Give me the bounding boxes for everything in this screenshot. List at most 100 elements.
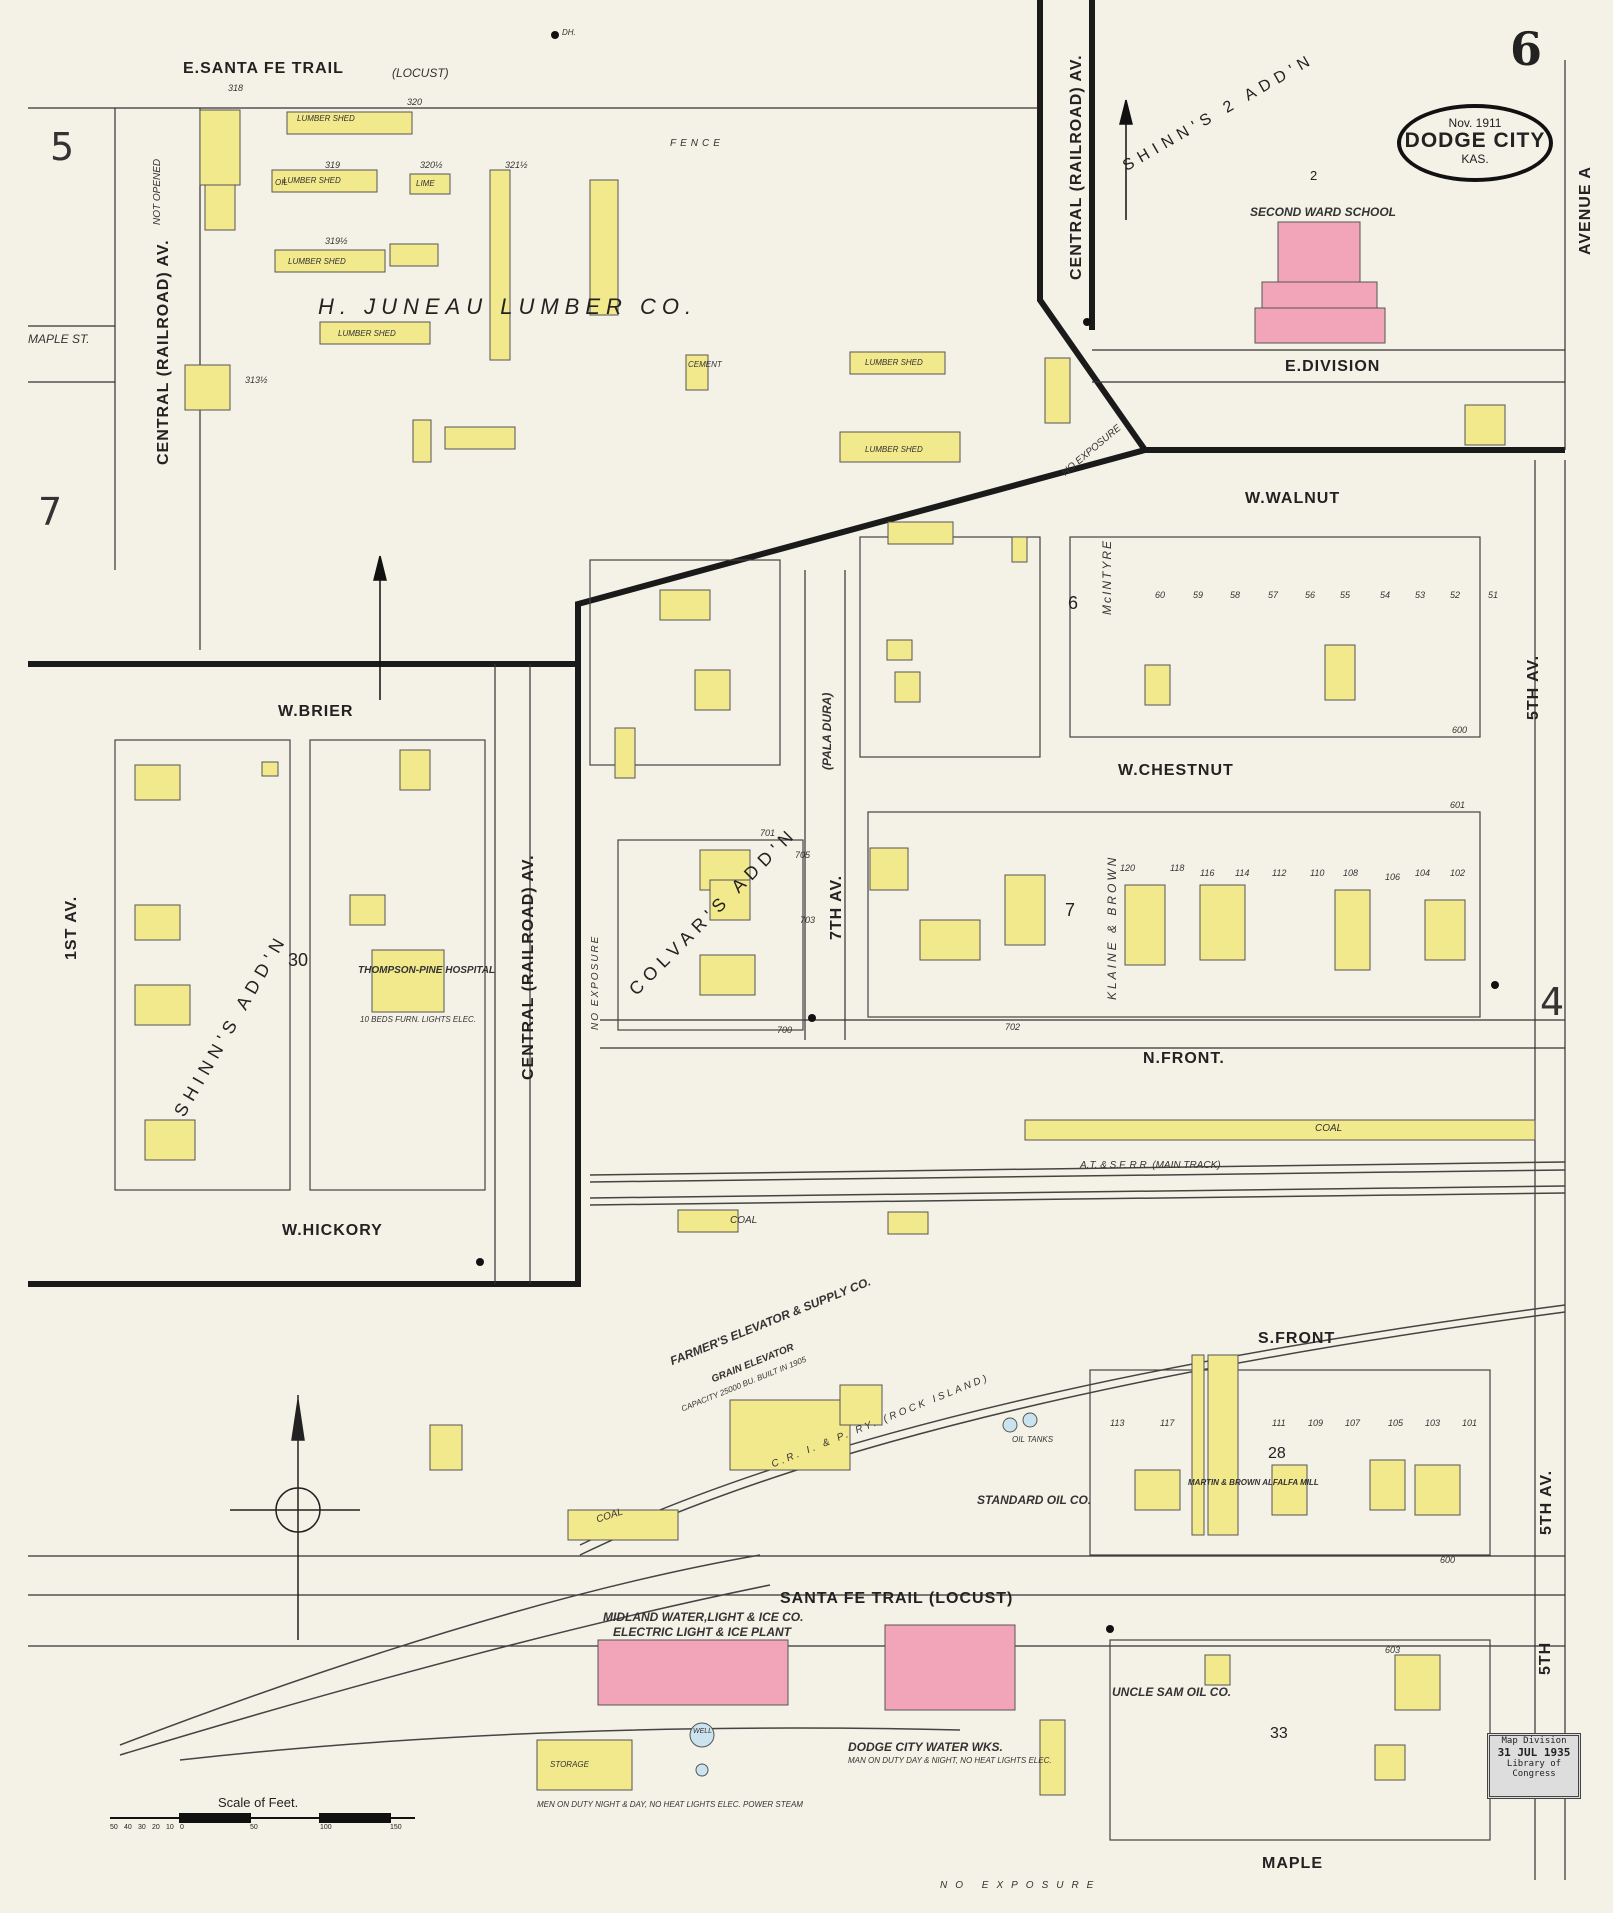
scale-tick: 0 [180, 1824, 184, 1831]
street-5th-av-3: 5TH [1537, 1641, 1554, 1675]
adjacent-sheet-7: 7 [38, 490, 63, 534]
label-dh: DH. [562, 28, 576, 37]
wells [689, 1412, 1038, 1777]
house-number-104: 104 [1415, 868, 1431, 878]
adjacent-sheet-4: 4 [1540, 980, 1565, 1024]
street-central-av-right: CENTRAL (RAILROAD) AV. [1068, 54, 1085, 280]
street-e-division: E.DIVISION [1285, 358, 1381, 375]
hydrant-icon [476, 31, 1499, 1633]
adjacent-sheet-5: 5 [50, 125, 75, 169]
scale-tick: 150 [390, 1824, 402, 1831]
house-number-110: 110 [1310, 868, 1325, 878]
house-number-54: 54 [1380, 590, 1391, 600]
label-lumber-shed-4: LUMBER SHED [338, 329, 396, 338]
street-n-front: N.FRONT. [1143, 1050, 1225, 1067]
house-number-116: 116 [1200, 868, 1215, 878]
stamp-line-2: 31 JUL 1935 [1497, 1746, 1571, 1759]
label-no-exposure-bottom: NO EXPOSURE [940, 1880, 1102, 1891]
label-oil-tanks: OIL TANKS [1012, 1435, 1054, 1444]
house-number-106: 106 [1385, 872, 1401, 882]
house-number-700: 700 [777, 1025, 793, 1035]
label-hospital-note: 10 BEDS FURN. LIGHTS ELEC. [360, 1015, 477, 1024]
scale-tick: 100 [320, 1824, 332, 1831]
sheet-boundaries [28, 0, 1565, 1287]
scale-ticks: 50 40 30 20 10 0 50 100 150 [110, 1824, 430, 1838]
label-fence: FENCE [670, 138, 724, 149]
street-1st-av: 1ST AV. [63, 895, 80, 960]
house-number-601: 601 [1450, 800, 1466, 810]
label-lumber-shed-5: LUMBER SHED [865, 358, 923, 367]
block-number-33: 33 [1270, 1725, 1288, 1742]
house-number-319: 319 [325, 160, 341, 170]
label-second-ward-school: SECOND WARD SCHOOL [1250, 205, 1397, 219]
scale-bar [110, 1813, 415, 1823]
central-av-not-opened: NOT OPENED [152, 158, 163, 225]
house-number-56: 56 [1305, 590, 1316, 600]
railroad-tracks [119, 1161, 1566, 1761]
label-cement: CEMENT [688, 360, 722, 369]
stamp-line-3: Library of Congress [1506, 1759, 1562, 1779]
label-lumber-shed-3: LUMBER SHED [288, 257, 346, 266]
house-number-313-half: 313½ [245, 375, 268, 385]
scale-tick: 20 [152, 1824, 160, 1831]
house-number-59: 59 [1193, 590, 1204, 600]
street-w-hickory: W.HICKORY [282, 1222, 383, 1239]
house-number-703: 703 [800, 915, 816, 925]
street-central-av-left: CENTRAL (RAILROAD) AV. [155, 239, 172, 465]
label-thompson-pine-hospital: THOMPSON-PINE HOSPITAL [358, 965, 496, 976]
house-number-55: 55 [1340, 590, 1351, 600]
street-maple: MAPLE [1262, 1855, 1323, 1872]
street-maple-st: MAPLE ST. [28, 332, 90, 346]
north-arrow-icon [373, 99, 1133, 700]
house-number-705: 705 [795, 850, 811, 860]
house-number-702: 702 [1005, 1022, 1021, 1032]
street-s-front: S.FRONT [1258, 1330, 1336, 1347]
scale-title: Scale of Feet. [218, 1795, 299, 1810]
label-water-works-note: MAN ON DUTY DAY & NIGHT, NO HEAT LIGHTS … [848, 1756, 1052, 1765]
street-santa-fe-trail-bottom: SANTA FE TRAIL (LOCUST) [780, 1590, 1014, 1607]
street-5th-av-1: 5TH AV. [1525, 654, 1542, 720]
house-number-118: 118 [1170, 863, 1185, 873]
block-number-28: 28 [1268, 1445, 1286, 1462]
label-midland-note: MEN ON DUTY NIGHT & DAY, NO HEAT LIGHTS … [537, 1800, 803, 1809]
house-number-321-half: 321½ [505, 160, 528, 170]
sheet-number: 6 [1510, 22, 1543, 76]
house-number-319-half: 319½ [325, 236, 348, 246]
label-mcintyre: McINTYRE [1100, 539, 1114, 615]
house-number-320-half: 320½ [420, 160, 443, 170]
scale-tick: 50 [250, 1824, 258, 1831]
house-number-600: 600 [1452, 725, 1468, 735]
street-central-av-mid: CENTRAL (RAILROAD) AV. [520, 854, 537, 1080]
map-title: Nov. 1911 DODGE CITY KAS. [1397, 104, 1553, 182]
street-santa-fe-trail-top: E.SANTA FE TRAIL [183, 60, 344, 77]
street-pala-dura: (PALA DURA) [820, 692, 834, 770]
label-juneau-lumber: H. JUNEAU LUMBER CO. [318, 294, 698, 319]
house-number-320: 320 [407, 97, 423, 107]
scale-tick: 30 [138, 1824, 146, 1831]
house-number-109: 109 [1308, 1418, 1324, 1428]
label-midland-water: MIDLAND WATER,LIGHT & ICE CO. [603, 1610, 804, 1624]
label-atsf-main-track: A.T. & S.F. R.R. (MAIN TRACK) [1080, 1160, 1221, 1171]
house-number-52: 52 [1450, 590, 1461, 600]
house-number-114: 114 [1235, 868, 1250, 878]
compass-rose-icon [230, 1395, 360, 1640]
house-number-105: 105 [1388, 1418, 1404, 1428]
street-w-brier: W.BRIER [278, 703, 354, 720]
house-number-117: 117 [1160, 1418, 1175, 1428]
label-uncle-sam-oil: UNCLE SAM OIL CO. [1112, 1685, 1232, 1699]
label-oil: OIL [275, 178, 288, 187]
house-number-107: 107 [1345, 1418, 1361, 1428]
block-outlines [114, 536, 1491, 1841]
map-date: Nov. 1911 [1448, 116, 1502, 130]
street-w-walnut: W.WALNUT [1245, 490, 1341, 507]
label-lumber-shed-6: LUMBER SHED [865, 445, 923, 454]
label-midland-electric: ELECTRIC LIGHT & ICE PLANT [613, 1625, 791, 1639]
scale-tick: 40 [124, 1824, 132, 1831]
label-water-works: DODGE CITY WATER WKS. [848, 1740, 1003, 1754]
block-number-30: 30 [288, 950, 309, 970]
label-lime: LIME [416, 179, 435, 188]
map-city: DODGE CITY [1404, 129, 1546, 152]
brick-buildings [597, 221, 1386, 1711]
